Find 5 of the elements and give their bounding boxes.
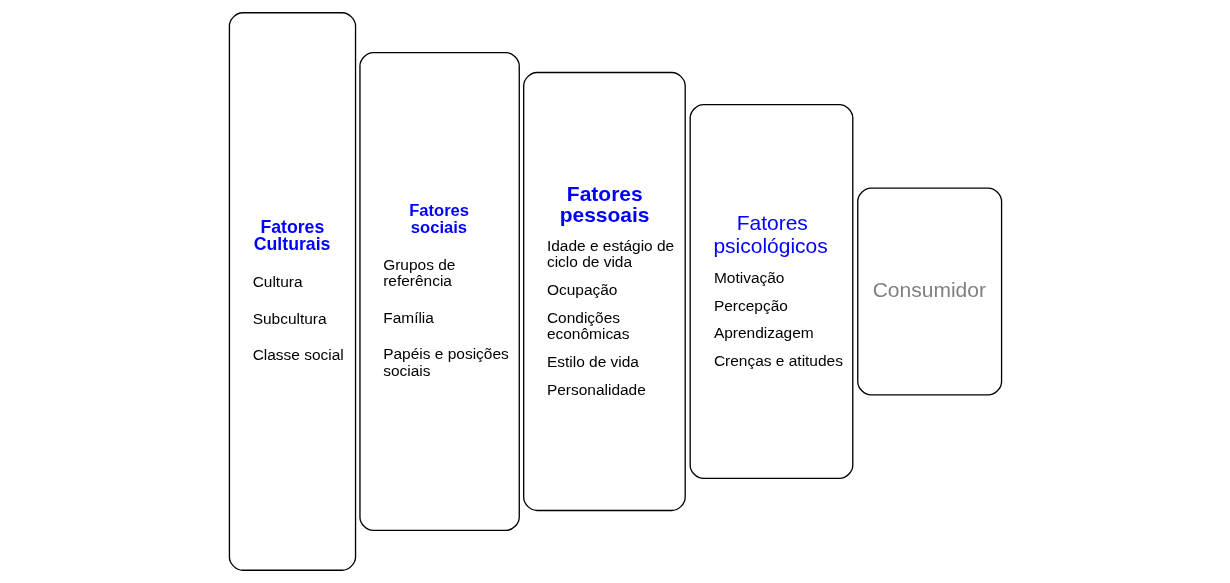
node-box: Fatores pessoais Idade e estágio de ciclo de vida Ocupação Condições econômicas Estilo de vida Personalidade [522,71,686,512]
node-box: Fatores sociais Grupos de referência Família Papéis e posições sociais [358,51,520,532]
node-box: Fatores Culturais Cultura Subcultura Classe social [228,12,356,571]
node-box: Consumidor [856,187,1002,396]
node-box: Fatores psicológicos Motivação Percepção Aprendizagem Crenças e atitudes [689,103,853,480]
